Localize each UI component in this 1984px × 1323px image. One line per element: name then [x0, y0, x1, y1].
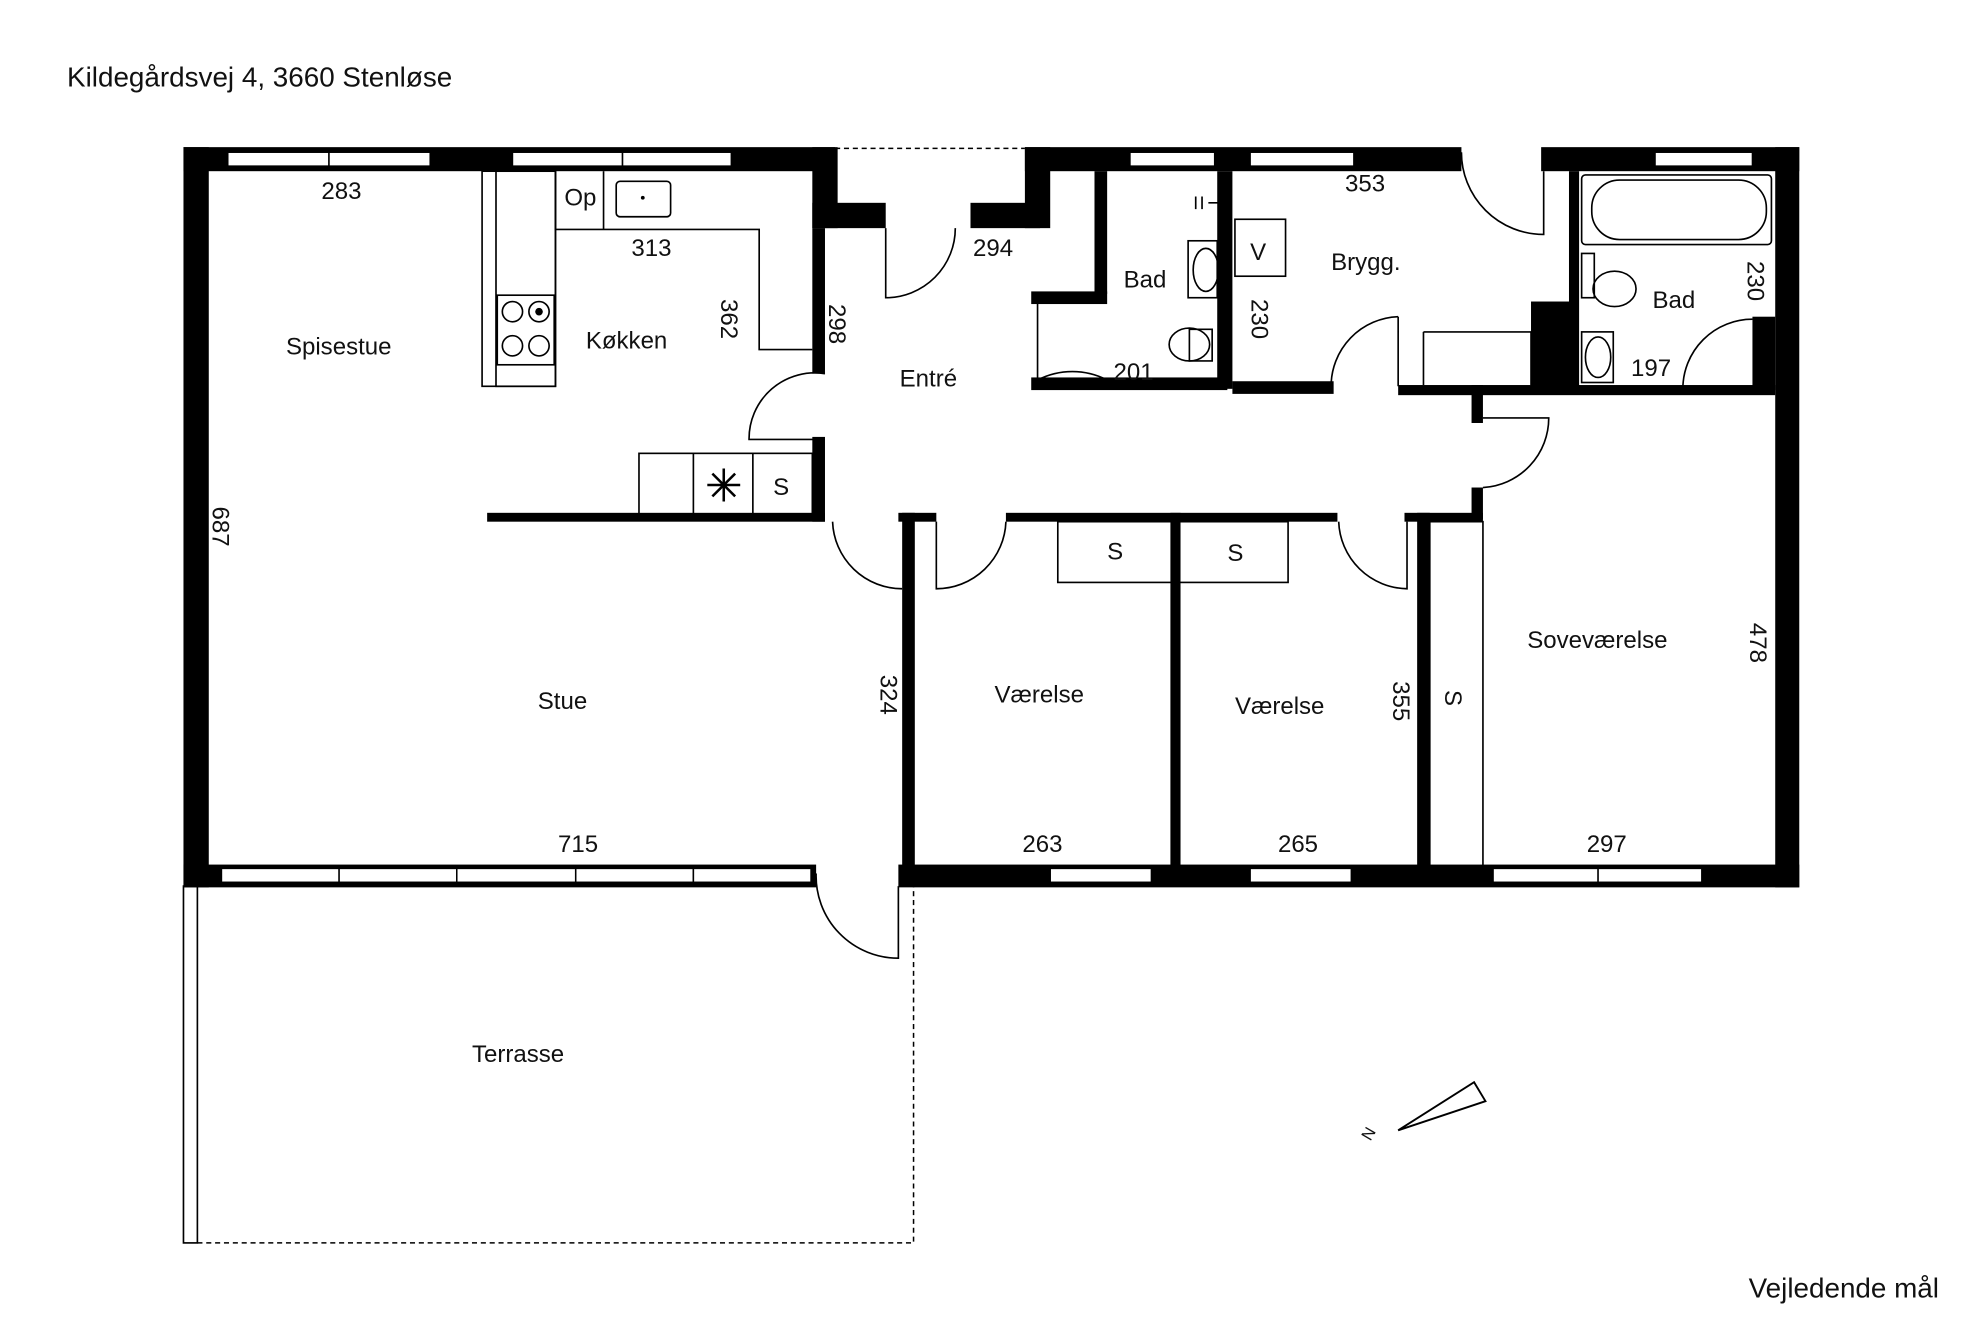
room-bad: Bad: [1124, 267, 1167, 294]
toilet-icon: [1188, 328, 1213, 362]
dimension: 324: [875, 675, 902, 715]
stove-icon: [496, 294, 556, 366]
dimension: 362: [715, 299, 742, 339]
dimension: 294: [973, 235, 1013, 262]
fixture-s: S: [773, 474, 789, 501]
north-arrow-icon: N: [1358, 1080, 1487, 1144]
freezer-icon: [707, 468, 741, 502]
windows: [220, 151, 1754, 884]
sink-icon: [615, 180, 672, 218]
compass-north-label: N: [1358, 1124, 1380, 1143]
doors: [748, 152, 1753, 960]
wardrobes: S S S: [1056, 520, 1484, 867]
sink-icon: [1580, 331, 1615, 384]
room-entre: Entré: [900, 365, 957, 392]
room-bryggers: Brygg.: [1331, 249, 1400, 276]
sink-icon: [1187, 239, 1219, 299]
room-spisestue: Spisestue: [286, 334, 392, 361]
toilet-icon: [1592, 270, 1637, 308]
address-title: Kildegårdsvej 4, 3660 Stenløse: [67, 61, 452, 92]
room-sovevaerelse: Soveværelse: [1527, 627, 1667, 654]
dimension: 353: [1345, 170, 1385, 197]
fixture-v: V: [1250, 239, 1266, 266]
dimension: 197: [1631, 355, 1671, 382]
room-terrasse: Terrasse: [472, 1041, 564, 1068]
fixture-s: S: [1439, 690, 1466, 706]
dimension: 265: [1278, 831, 1318, 858]
room-labels: Spisestue Køkken Entré Bad Brygg. Bad St…: [286, 249, 1695, 1068]
dimension: 297: [1587, 831, 1627, 858]
fixture-s: S: [1227, 540, 1243, 567]
bath-fixtures: V: [1168, 174, 1773, 384]
kitchen-fixtures: Op S: [481, 170, 814, 515]
disclaimer: Vejledende mål: [1749, 1272, 1939, 1303]
room-bad: Bad: [1652, 287, 1695, 314]
dimension: 355: [1387, 681, 1414, 721]
dimension: 298: [823, 304, 850, 344]
bathtub-icon: [1580, 174, 1773, 246]
dimension: 283: [321, 178, 361, 205]
dimension: 478: [1744, 623, 1771, 663]
fixture-op: Op: [564, 184, 596, 211]
dimension: 263: [1022, 831, 1062, 858]
dimension: 313: [631, 235, 671, 262]
dimension: 230: [1245, 299, 1272, 339]
interior-walls: [487, 147, 1776, 868]
dimension: 230: [1741, 261, 1768, 301]
dimension: 201: [1113, 359, 1153, 386]
radiator-icon: [1194, 196, 1222, 210]
room-vaerelse: Værelse: [995, 682, 1084, 709]
dimension: 687: [207, 507, 234, 547]
dimension: 715: [558, 831, 598, 858]
room-vaerelse: Værelse: [1235, 693, 1324, 720]
fixture-s: S: [1107, 539, 1123, 566]
dimensions: 283 313 362 298 294 201 230 353 230 197 …: [207, 170, 1771, 857]
room-kokken: Køkken: [586, 327, 667, 354]
room-stue: Stue: [538, 688, 587, 715]
